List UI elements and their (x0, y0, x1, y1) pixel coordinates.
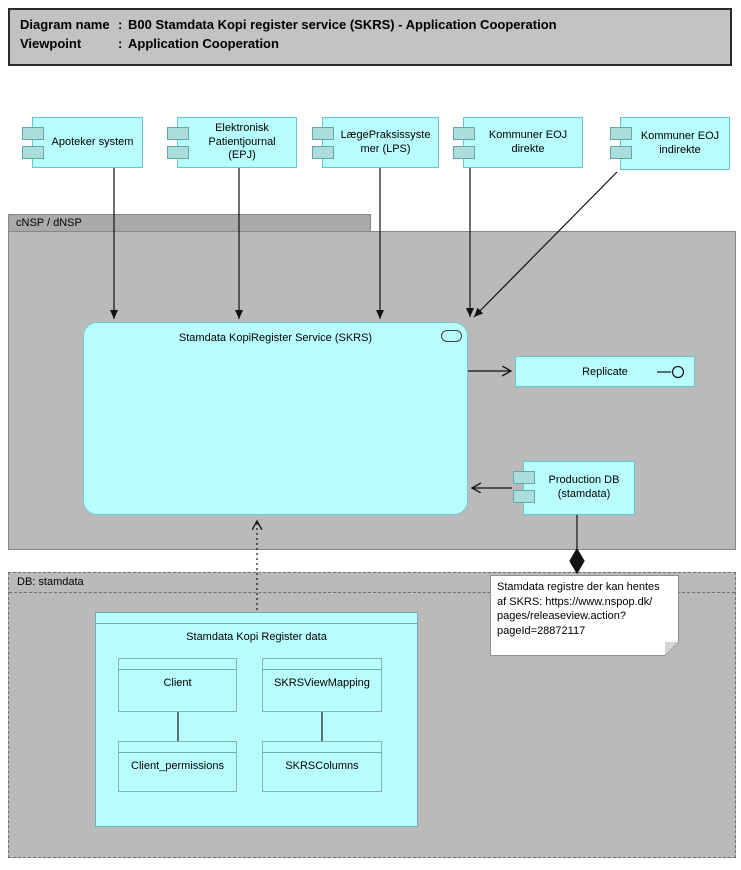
component-label: Elektronisk Patientjournal (EPJ) (208, 121, 276, 162)
service-replicate-label: Replicate (582, 365, 628, 378)
component-icon (453, 127, 475, 140)
component-icon (610, 127, 632, 140)
component-icon (453, 146, 475, 159)
component-icon (167, 146, 189, 159)
group-cnsp-dnsp-label: cNSP / dNSP (16, 217, 82, 229)
diagram-header: Diagram name : B00 Stamdata Kopi registe… (8, 8, 732, 66)
component-icon (513, 471, 535, 484)
table-client[interactable]: Client (118, 658, 237, 712)
table-label: Client_permissions (131, 760, 224, 772)
group-cnsp-dnsp-tab[interactable]: cNSP / dNSP (8, 214, 371, 232)
note[interactable]: Stamdata registre der kan hentes af SKRS… (490, 575, 679, 656)
interface-lollipop-icon (657, 365, 685, 379)
table-label: Client (163, 677, 192, 689)
component-icon (22, 146, 44, 159)
data-object-stamdata-kopi-register-data[interactable]: Stamdata Kopi Register data (95, 612, 418, 827)
header-row-viewpoint: Viewpoint : Application Cooperation (20, 35, 720, 54)
component-label: Kommuner EOJ direkte (488, 128, 568, 155)
table-label: SKRSViewMapping (274, 677, 370, 689)
component-icon (513, 490, 535, 503)
application-service-icon (441, 330, 462, 342)
header-colon: : (118, 17, 123, 32)
data-object-strip (119, 659, 236, 670)
service-skrs-label: Stamdata KopiRegister Service (SKRS) (178, 332, 373, 344)
service-skrs[interactable]: Stamdata KopiRegister Service (SKRS) (83, 322, 468, 515)
component-kommuner-eoj-direkte[interactable]: Kommuner EOJ direkte (453, 117, 583, 168)
header-label: Viewpoint (20, 35, 82, 51)
data-object-strip (96, 613, 417, 624)
table-skrscolumns[interactable]: SKRSColumns (262, 741, 382, 792)
data-object-strip (119, 742, 236, 753)
table-client-permissions[interactable]: Client_permissions (118, 741, 237, 792)
header-label: Diagram name (20, 17, 110, 32)
component-label: Production DB (stamdata) (548, 474, 620, 500)
service-replicate[interactable]: Replicate (515, 356, 695, 387)
header-value: B00 Stamdata Kopi register service (SKRS… (128, 17, 557, 32)
data-object-title: Stamdata Kopi Register data (186, 631, 327, 643)
component-label: Apoteker system (51, 135, 134, 148)
component-icon (22, 127, 44, 140)
note-text: Stamdata registre der kan hentes af SKRS… (497, 581, 660, 637)
table-skrsviewmapping[interactable]: SKRSViewMapping (262, 658, 382, 712)
component-label: LægePraksissyste mer (LPS) (340, 128, 431, 155)
component-icon (167, 127, 189, 140)
header-row-diagram-name: Diagram name : B00 Stamdata Kopi registe… (20, 16, 720, 35)
component-elektronisk-patientjournal[interactable]: Elektronisk Patientjournal (EPJ) (167, 117, 297, 168)
component-icon (312, 127, 334, 140)
data-object-strip (263, 742, 381, 753)
group-db-stamdata-label: DB: stamdata (9, 573, 735, 593)
header-colon: : (118, 35, 123, 51)
data-object-strip (263, 659, 381, 670)
component-icon (610, 146, 632, 159)
component-laegepraksissystemer[interactable]: LægePraksissyste mer (LPS) (312, 117, 439, 168)
component-production-db[interactable]: Production DB (stamdata) (513, 461, 635, 515)
table-label: SKRSColumns (285, 760, 359, 772)
component-icon (312, 146, 334, 159)
component-apoteker-system[interactable]: Apoteker system (22, 117, 143, 168)
aggregation-diamond-icon (569, 547, 585, 575)
header-value: Application Cooperation (128, 35, 279, 51)
component-label: Kommuner EOJ indirekte (640, 129, 720, 156)
component-kommuner-eoj-indirekte[interactable]: Kommuner EOJ indirekte (610, 117, 730, 170)
